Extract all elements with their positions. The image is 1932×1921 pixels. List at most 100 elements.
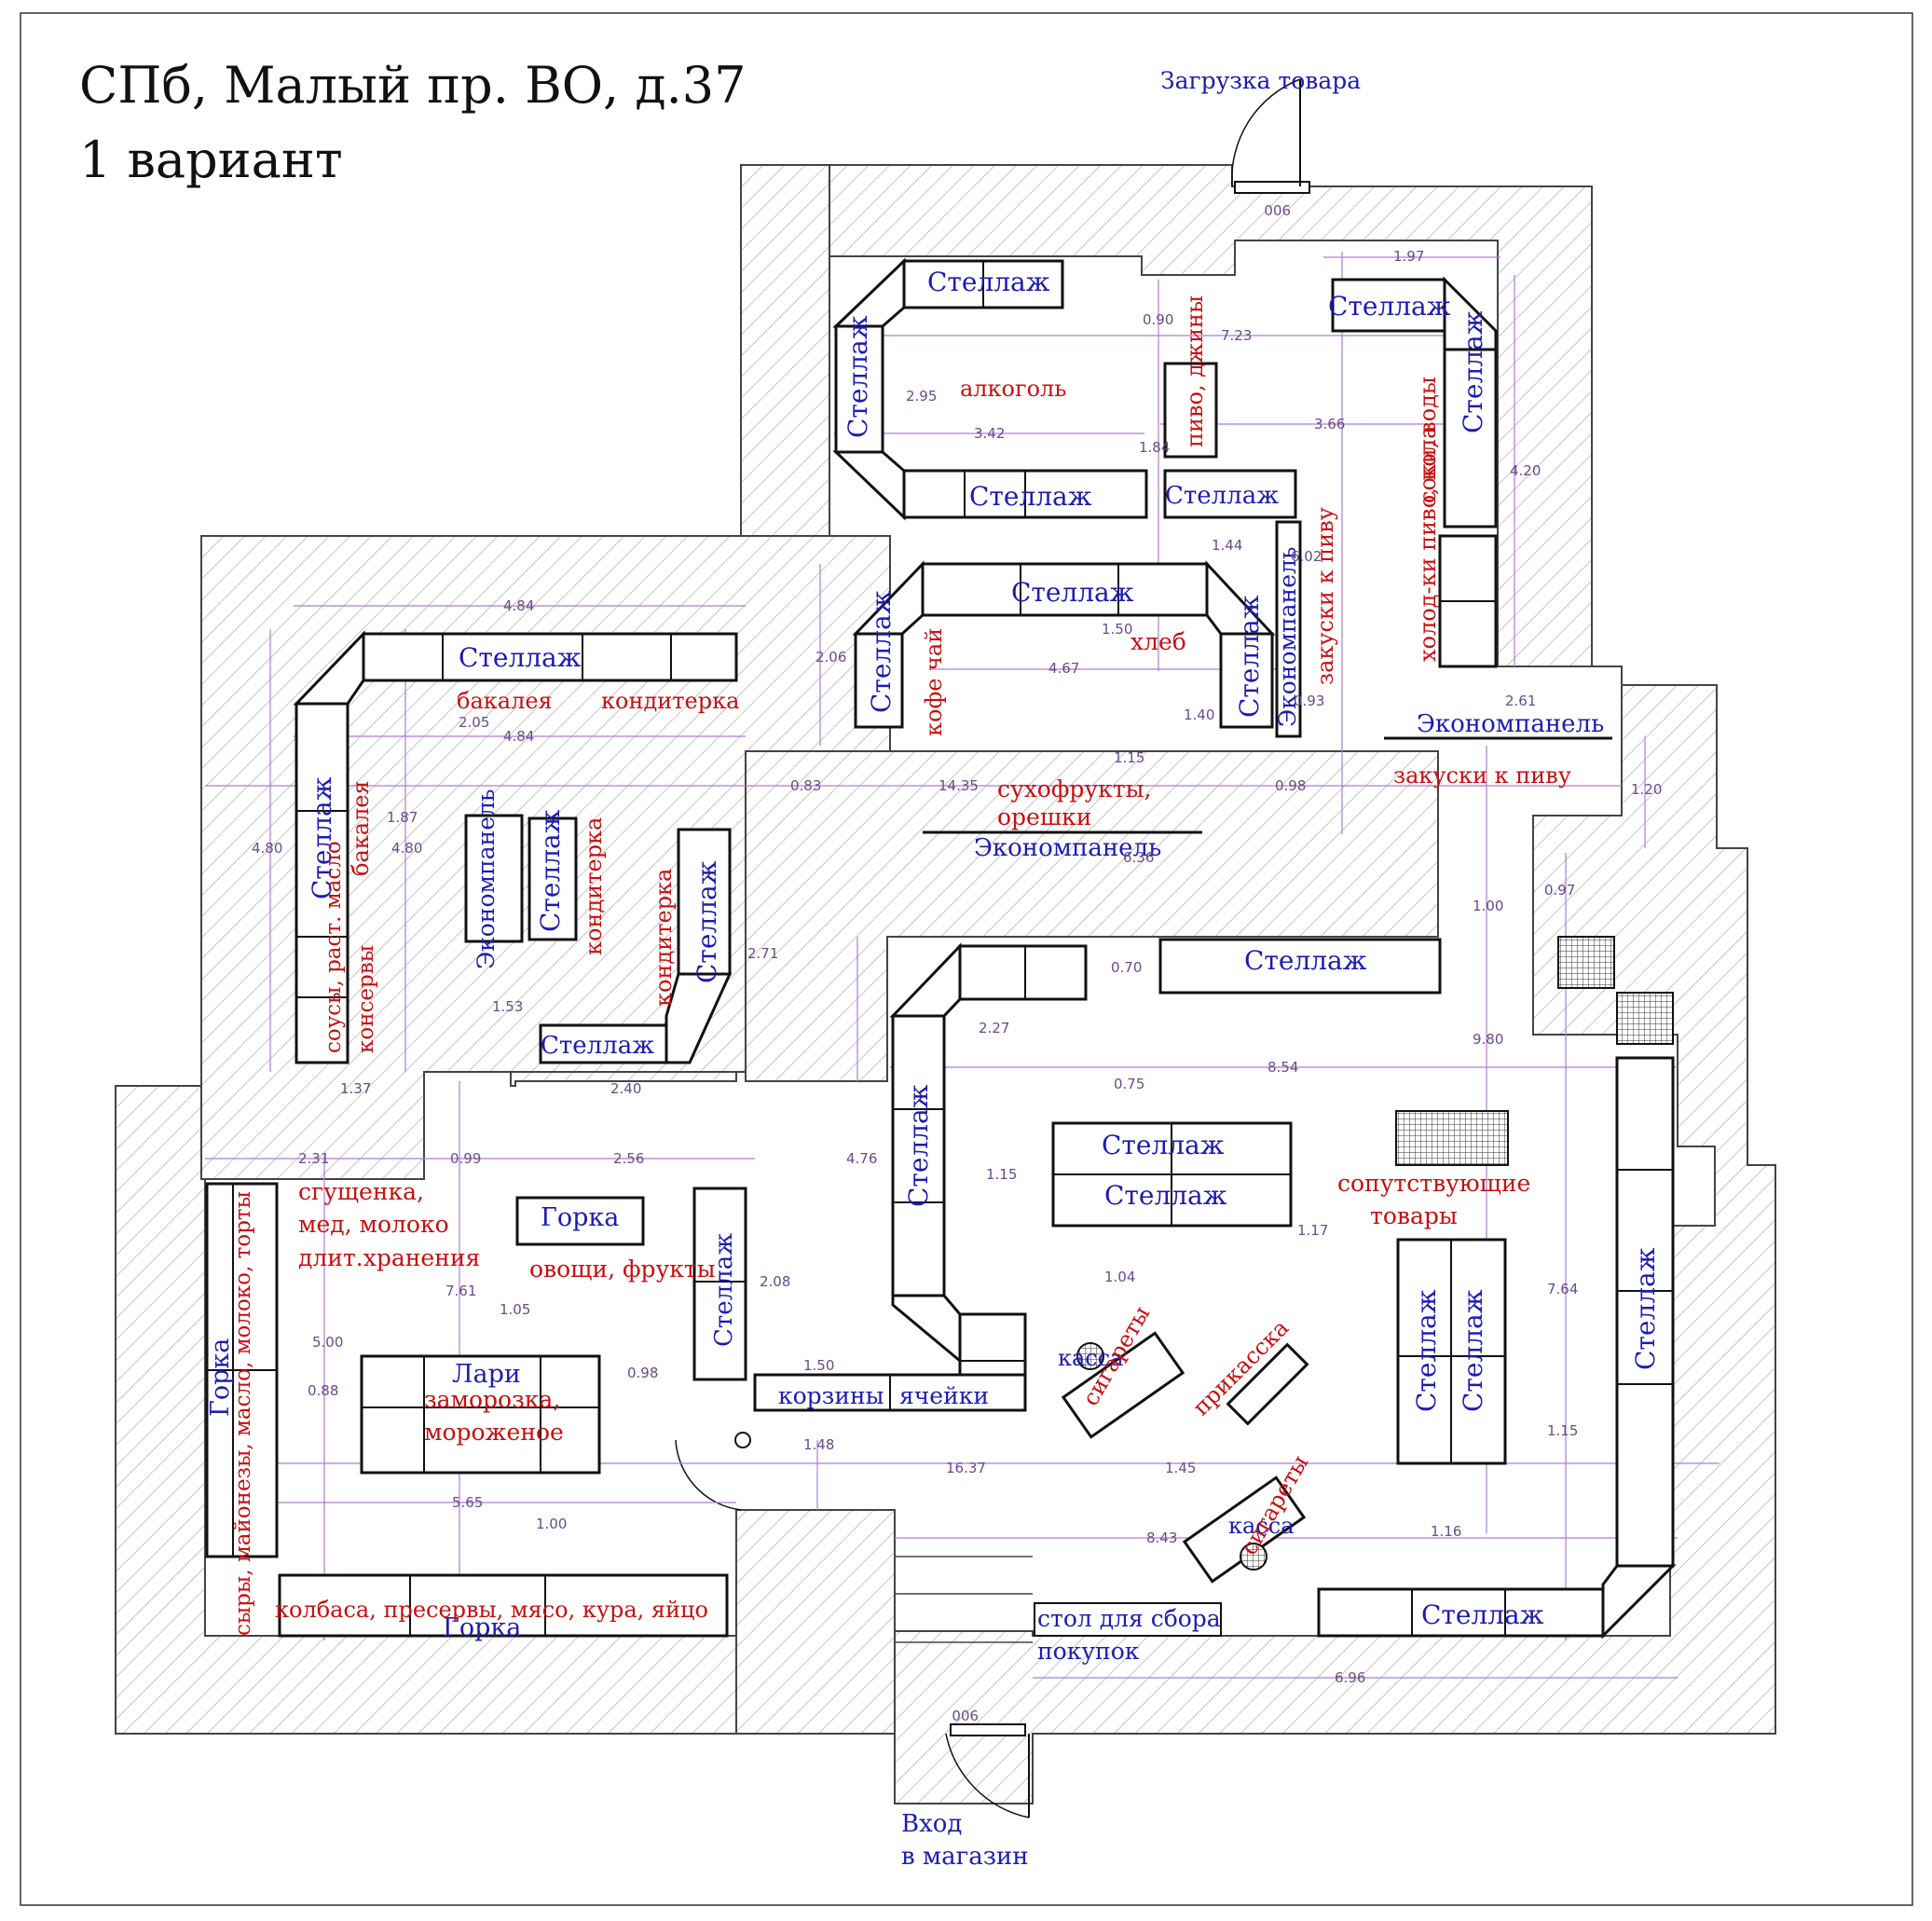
- shelf-label: Стеллаж: [1102, 1130, 1225, 1160]
- dim-label: 1.48: [803, 1436, 834, 1453]
- door-entrance[interactable]: [945, 1723, 1030, 1818]
- dim-label: 0.75: [1114, 1076, 1144, 1092]
- baskets-label: корзины: [778, 1382, 884, 1409]
- shelf-label: Стеллаж: [1165, 482, 1279, 510]
- goods-fridge-beer: холод-ки пиво, кола: [1415, 426, 1441, 662]
- shelf-label: Стеллаж: [843, 315, 873, 438]
- packing-table[interactable]: [1034, 1602, 1222, 1637]
- goods-related-1: сопутствующие: [1337, 1170, 1530, 1197]
- dim-label: 8.43: [1146, 1530, 1177, 1546]
- shelf-alcohol-left[interactable]: [832, 257, 906, 521]
- dim-label: 1.04: [1104, 1269, 1135, 1285]
- label-entry-2: в магазин: [901, 1843, 1029, 1871]
- dim-label: 5.65: [452, 1494, 483, 1511]
- shelf-coffee-tea[interactable]: [852, 560, 925, 729]
- shelf-center-top[interactable]: [958, 938, 1442, 1001]
- freezer-label: Лари: [452, 1360, 521, 1389]
- gorka-veg-fruit[interactable]: [515, 1196, 645, 1246]
- shelf-beer-gin[interactable]: [1163, 362, 1297, 519]
- dim-label: 6.02: [1291, 548, 1322, 565]
- dim-label: 1.00: [1473, 898, 1503, 914]
- goods-canned: консервы: [354, 945, 378, 1053]
- shelf-label: Стеллаж: [866, 590, 897, 713]
- dim-label: 1.53: [492, 998, 523, 1015]
- door-inner[interactable]: [675, 1432, 751, 1511]
- dim-label: 7.64: [1547, 1281, 1578, 1297]
- goods-related-2: товары: [1370, 1202, 1458, 1229]
- goods-beer-snacks: закуски к пиву: [1393, 762, 1571, 789]
- shelf-bottom-right[interactable]: [1317, 1587, 1605, 1638]
- dimension-labels: 1.97 0.90 7.23 2.95 3.42 1.84 3.66 4.20 …: [252, 248, 1662, 1686]
- checkout-1[interactable]: [1061, 1331, 1185, 1439]
- goods-confectionery-vertical-2: кондитерка: [651, 869, 677, 1007]
- goods-bread: хлеб: [1130, 628, 1186, 655]
- shelf-fridge-beer[interactable]: [1438, 534, 1498, 668]
- baskets-cells[interactable]: [753, 1373, 1027, 1412]
- econom-panel-vertical[interactable]: [1275, 520, 1302, 738]
- checkout-2[interactable]: [1182, 1475, 1307, 1584]
- kassa-label: касса: [1058, 1345, 1124, 1371]
- dim-label: 4.76: [846, 1150, 877, 1167]
- shelf-bread-right[interactable]: [1205, 560, 1276, 729]
- shelf-label: Стеллаж: [1328, 291, 1451, 322]
- door-delivery[interactable]: [1230, 78, 1310, 194]
- title-line2: 1 вариант: [79, 130, 343, 189]
- dim-label: 4.67: [1048, 660, 1079, 677]
- shelf-grocery-top[interactable]: [362, 632, 738, 682]
- dim-label: 0.98: [627, 1365, 658, 1381]
- shelf-econom-left[interactable]: [464, 814, 578, 943]
- gorka-left-column[interactable]: [205, 1182, 279, 1558]
- shelf-center-left[interactable]: [889, 942, 962, 1297]
- shelf-label: Стеллаж: [307, 776, 337, 899]
- dim-label: 6.96: [1335, 1669, 1365, 1686]
- shelf-island[interactable]: [1051, 1121, 1293, 1228]
- goods-veg-fruit: овощи, фрукты: [529, 1256, 716, 1283]
- shelf-alcohol-bottom[interactable]: [902, 469, 1148, 519]
- shelf-bread[interactable]: [921, 562, 1209, 617]
- dim-label: 1.00: [536, 1516, 567, 1532]
- dim-label: 0.90: [1143, 311, 1173, 328]
- shelf-label: Стеллаж: [541, 1032, 654, 1060]
- freezer-chests[interactable]: [360, 1354, 601, 1475]
- shelf-top-right[interactable]: [1331, 276, 1498, 528]
- pre-checkout[interactable]: [1226, 1342, 1309, 1426]
- shelf-confectionery[interactable]: [539, 828, 733, 1064]
- dim-label: 0.97: [1544, 882, 1575, 899]
- shelf-veg[interactable]: [692, 1187, 747, 1381]
- dim-label: 4.80: [391, 840, 422, 857]
- dim-label: 6.36: [1123, 849, 1154, 866]
- dim-label: 3.42: [974, 425, 1005, 442]
- dim-label: 8.54: [1267, 1059, 1298, 1076]
- shelf-right-double[interactable]: [1396, 1238, 1507, 1465]
- shelf-right-tall[interactable]: [1601, 1056, 1677, 1640]
- shelf-label: Стеллаж: [1104, 1180, 1227, 1211]
- dim-label: 2.40: [610, 1080, 641, 1097]
- gorka-bottom-row[interactable]: [278, 1573, 729, 1638]
- kassa-label: касса: [1228, 1513, 1295, 1539]
- dim-label: 1.16: [1431, 1523, 1461, 1540]
- dim-label: 1.40: [1184, 707, 1214, 723]
- goods-condensed-3: длит.хранения: [298, 1244, 480, 1271]
- dim-label: 2.61: [1505, 693, 1536, 709]
- dim-label: 7.23: [1221, 327, 1252, 344]
- shelf-label: Стеллаж: [1421, 1599, 1544, 1630]
- grid-unit-2: [1616, 992, 1674, 1045]
- goods-beer-snacks-vertical: закуски к пиву: [1312, 507, 1338, 685]
- title-line1: СПб, Малый пр. ВО, д.37: [79, 56, 746, 115]
- dim-label: 1.15: [1547, 1422, 1578, 1439]
- grid-related-goods: [1395, 1110, 1509, 1166]
- dim-label: 14.35: [939, 777, 979, 794]
- shelf-center-bottom[interactable]: [891, 1294, 1027, 1409]
- dim-label: 2.05: [459, 714, 489, 731]
- shelf-label: Стеллаж: [1011, 577, 1134, 608]
- econom-panel-label: Экономпанель: [974, 834, 1161, 862]
- shelf-label: Стеллаж: [969, 481, 1092, 512]
- shelf-sauces[interactable]: [293, 630, 365, 1064]
- shelf-label: Стеллаж: [903, 1084, 934, 1207]
- dim-label: 0.93: [1294, 693, 1324, 709]
- goods-sauces: соусы, раст. масло: [322, 841, 346, 1053]
- goods-frozen-2: мороженое: [424, 1419, 564, 1446]
- entrance-steps: [895, 1556, 1033, 1643]
- dim-label: 2.27: [979, 1020, 1009, 1036]
